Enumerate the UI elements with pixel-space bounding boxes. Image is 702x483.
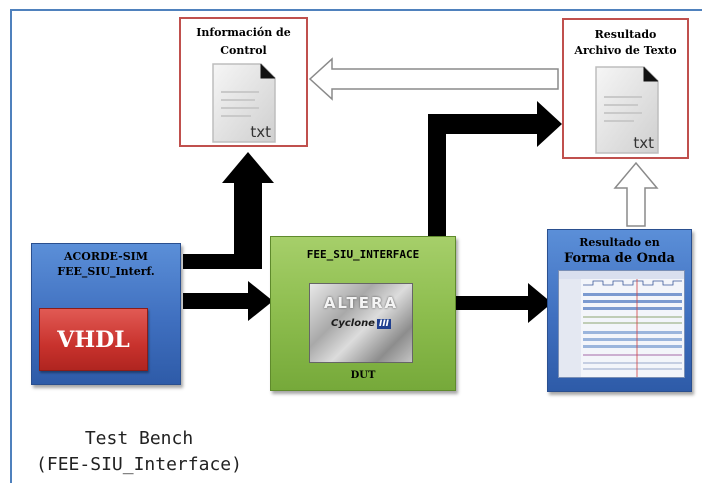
dut-label: DUT — [350, 370, 376, 381]
frame-top-border — [10, 9, 702, 11]
result-text-file-box: Resultado Archivo de Texto txt — [562, 18, 689, 159]
result-text-title-line2: Archivo de Texto — [574, 44, 677, 57]
cyclone-family-label: Cyclone — [330, 318, 375, 329]
result-txt-label: txt — [633, 134, 654, 152]
hollow-arrow-up — [613, 161, 659, 227]
acorde-title-line2: FEE_SIU_Interf. — [57, 265, 155, 278]
hollow-arrow-left — [308, 57, 559, 101]
black-arrow-up-right — [428, 101, 562, 236]
control-info-box: Información de Control txt — [179, 17, 308, 147]
black-arrow-right-2 — [456, 283, 552, 323]
frame-left-border — [10, 9, 12, 483]
txt-file-icon: txt — [212, 63, 276, 143]
black-arrow-right-1 — [183, 281, 273, 321]
black-arrow-up — [183, 152, 274, 269]
control-info-title-line2: Control — [220, 44, 267, 57]
control-txt-label: txt — [250, 123, 271, 141]
result-text-title-line1: Resultado — [594, 28, 657, 41]
waveform-graphic — [559, 271, 684, 377]
control-info-title-line1: Información de — [196, 26, 291, 39]
txt-file-icon: txt — [595, 66, 659, 154]
acorde-title-line1: ACORDE-SIM — [64, 250, 148, 263]
altera-logo: ALTERA — [323, 294, 399, 312]
test-bench-label: Test Bench — [84, 428, 194, 449]
waveform-title-line2: Forma de Onda — [564, 251, 675, 266]
cyclone-suffix-label: III — [376, 319, 392, 329]
fee-siu-title: FEE_SIU_INTERFACE — [306, 248, 420, 261]
waveform-title-line1: Resultado en — [579, 236, 660, 249]
vhdl-label: VHDL — [57, 326, 130, 353]
vhdl-block: VHDL — [39, 308, 148, 371]
test-bench-subtitle: (FEE-SIU_Interface) — [36, 454, 242, 475]
waveform-screenshot — [558, 270, 685, 378]
